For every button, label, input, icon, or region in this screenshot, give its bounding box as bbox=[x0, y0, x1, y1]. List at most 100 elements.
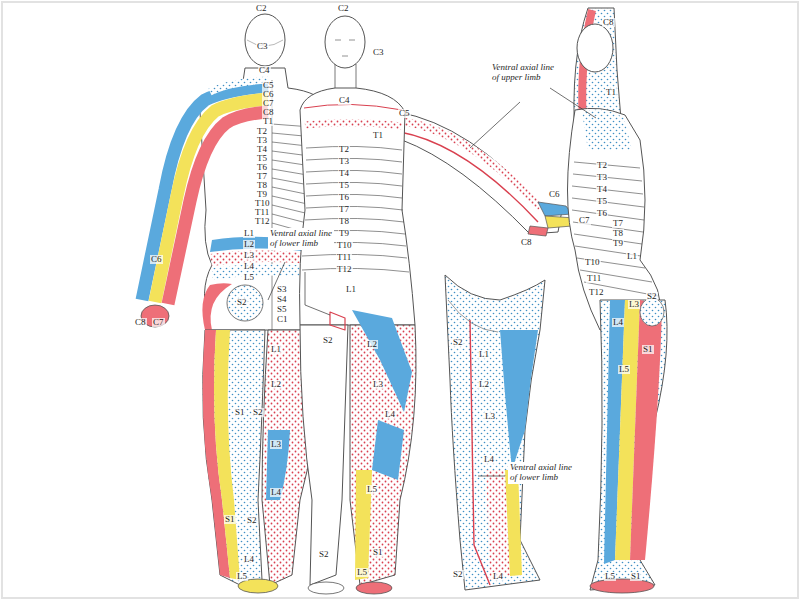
dermatome-label: L4 bbox=[270, 488, 282, 497]
callout-text: Ventral axial line of upper limb bbox=[490, 62, 560, 84]
dermatome-label: T11 bbox=[254, 208, 270, 217]
dermatome-label: S2 bbox=[646, 292, 658, 301]
dermatome-label: T12 bbox=[588, 288, 605, 297]
dermatome-label: C2 bbox=[337, 4, 350, 13]
dermatome-label: S1 bbox=[372, 548, 384, 557]
callout-text: Ventral axial line of lower limb bbox=[508, 462, 574, 484]
dermatome-label: T6 bbox=[256, 163, 268, 172]
dermatome-label: L4 bbox=[492, 572, 504, 581]
dermatome-label: T9 bbox=[256, 190, 268, 199]
dermatome-label: T6 bbox=[338, 193, 350, 202]
dermatome-label: T5 bbox=[596, 197, 608, 206]
dermatome-label: L1 bbox=[478, 350, 490, 359]
dermatome-label: L4 bbox=[483, 455, 495, 464]
dermatome-label: C6 bbox=[262, 90, 275, 99]
dermatome-label: T2 bbox=[338, 145, 350, 154]
dermatome-label: T3 bbox=[256, 136, 268, 145]
dermatome-label: T6 bbox=[596, 209, 608, 218]
dermatome-label: C3 bbox=[256, 42, 269, 51]
dermatome-label: L3 bbox=[628, 300, 640, 309]
dermatome-label: S2 bbox=[246, 516, 258, 525]
dermatome-label: L2 bbox=[478, 380, 490, 389]
dermatome-label: T10 bbox=[336, 241, 353, 250]
dermatome-label: L1 bbox=[243, 229, 255, 238]
dermatome-label: T11 bbox=[586, 274, 602, 283]
dermatome-label: T9 bbox=[612, 239, 624, 248]
dermatome-label: C2 bbox=[255, 4, 268, 13]
dermatome-label: T4 bbox=[256, 145, 268, 154]
dermatome-label: S2 bbox=[452, 338, 464, 347]
dermatome-label: C4 bbox=[338, 96, 351, 105]
dermatome-label: L2 bbox=[243, 240, 255, 249]
dermatome-label: L5 bbox=[618, 365, 630, 374]
dermatome-label: C7 bbox=[152, 318, 165, 327]
dermatome-label: T7 bbox=[612, 219, 624, 228]
dermatome-label: L5 bbox=[236, 572, 248, 581]
dermatome-label: L5 bbox=[356, 568, 368, 577]
dermatome-label: C5 bbox=[398, 109, 411, 118]
dermatome-label: T8 bbox=[612, 229, 624, 238]
dermatome-label: L4 bbox=[612, 318, 624, 327]
dermatome-label: T2 bbox=[256, 127, 268, 136]
dermatome-label: S5 bbox=[276, 305, 288, 314]
dermatome-label: C4 bbox=[258, 66, 271, 75]
dermatome-label: L3 bbox=[372, 380, 384, 389]
dermatome-label: T5 bbox=[338, 181, 350, 190]
dermatome-label: C5 bbox=[262, 81, 275, 90]
dermatome-label: L3 bbox=[484, 412, 496, 421]
dermatome-label: C8 bbox=[520, 238, 533, 247]
dermatome-label: T11 bbox=[336, 253, 352, 262]
dermatome-label: T7 bbox=[338, 205, 350, 214]
dermatome-label: L5 bbox=[243, 273, 255, 282]
dermatome-label: S1 bbox=[224, 515, 236, 524]
dermatome-label: S2 bbox=[322, 336, 334, 345]
dermatome-label: L1 bbox=[270, 345, 282, 354]
dermatome-label: S3 bbox=[276, 285, 288, 294]
dermatome-label: S1 bbox=[234, 408, 246, 417]
dermatome-label: C6 bbox=[150, 255, 163, 264]
side-leg bbox=[445, 275, 545, 590]
dermatome-label: T3 bbox=[338, 157, 350, 166]
dermatome-label: L1 bbox=[626, 252, 638, 261]
dermatome-label: L4 bbox=[243, 555, 255, 564]
dermatome-label: L2 bbox=[366, 340, 378, 349]
dermatome-label: L1 bbox=[345, 285, 357, 294]
dermatome-label: S1 bbox=[642, 345, 654, 354]
dermatome-label: S1 bbox=[630, 572, 642, 581]
dermatome-label: T4 bbox=[596, 185, 608, 194]
callout-text: Ventral axial line of lower limb bbox=[268, 228, 334, 250]
dermatome-label: S2 bbox=[236, 298, 248, 307]
dermatome-label: T8 bbox=[338, 217, 350, 226]
dermatome-label: L4 bbox=[384, 410, 396, 419]
dermatome-label: C7 bbox=[262, 99, 275, 108]
dermatome-label: C1 bbox=[276, 315, 289, 324]
dermatome-label: S2 bbox=[452, 570, 464, 579]
dermatome-label: L2 bbox=[270, 380, 282, 389]
dermatome-label: C6 bbox=[548, 190, 561, 199]
dermatome-label: C3 bbox=[372, 48, 385, 57]
dermatome-label: C8 bbox=[262, 108, 275, 117]
dermatome-label: C7 bbox=[578, 216, 591, 225]
dermatome-label: T9 bbox=[338, 229, 350, 238]
front-figure bbox=[300, 16, 575, 594]
dermatome-label: S4 bbox=[276, 295, 288, 304]
dermatome-label: T4 bbox=[338, 169, 350, 178]
dermatome-label: S2 bbox=[318, 550, 330, 559]
dermatome-label: T1 bbox=[372, 131, 384, 140]
dermatome-label: T1 bbox=[262, 117, 274, 126]
dermatome-label: L4 bbox=[243, 262, 255, 271]
side-figure bbox=[568, 8, 668, 593]
dermatome-label: T10 bbox=[584, 258, 601, 267]
leader-lines bbox=[268, 88, 596, 476]
dermatome-label: L5 bbox=[604, 572, 616, 581]
dermatome-label: T8 bbox=[256, 181, 268, 190]
dermatome-label: T5 bbox=[256, 154, 268, 163]
dermatome-label: T12 bbox=[336, 265, 353, 274]
dermatome-label: T1 bbox=[605, 88, 617, 97]
dermatome-label: L5 bbox=[366, 485, 378, 494]
dermatome-label: T10 bbox=[254, 199, 271, 208]
dermatome-label: T7 bbox=[256, 172, 268, 181]
dermatome-label: T12 bbox=[254, 217, 271, 226]
